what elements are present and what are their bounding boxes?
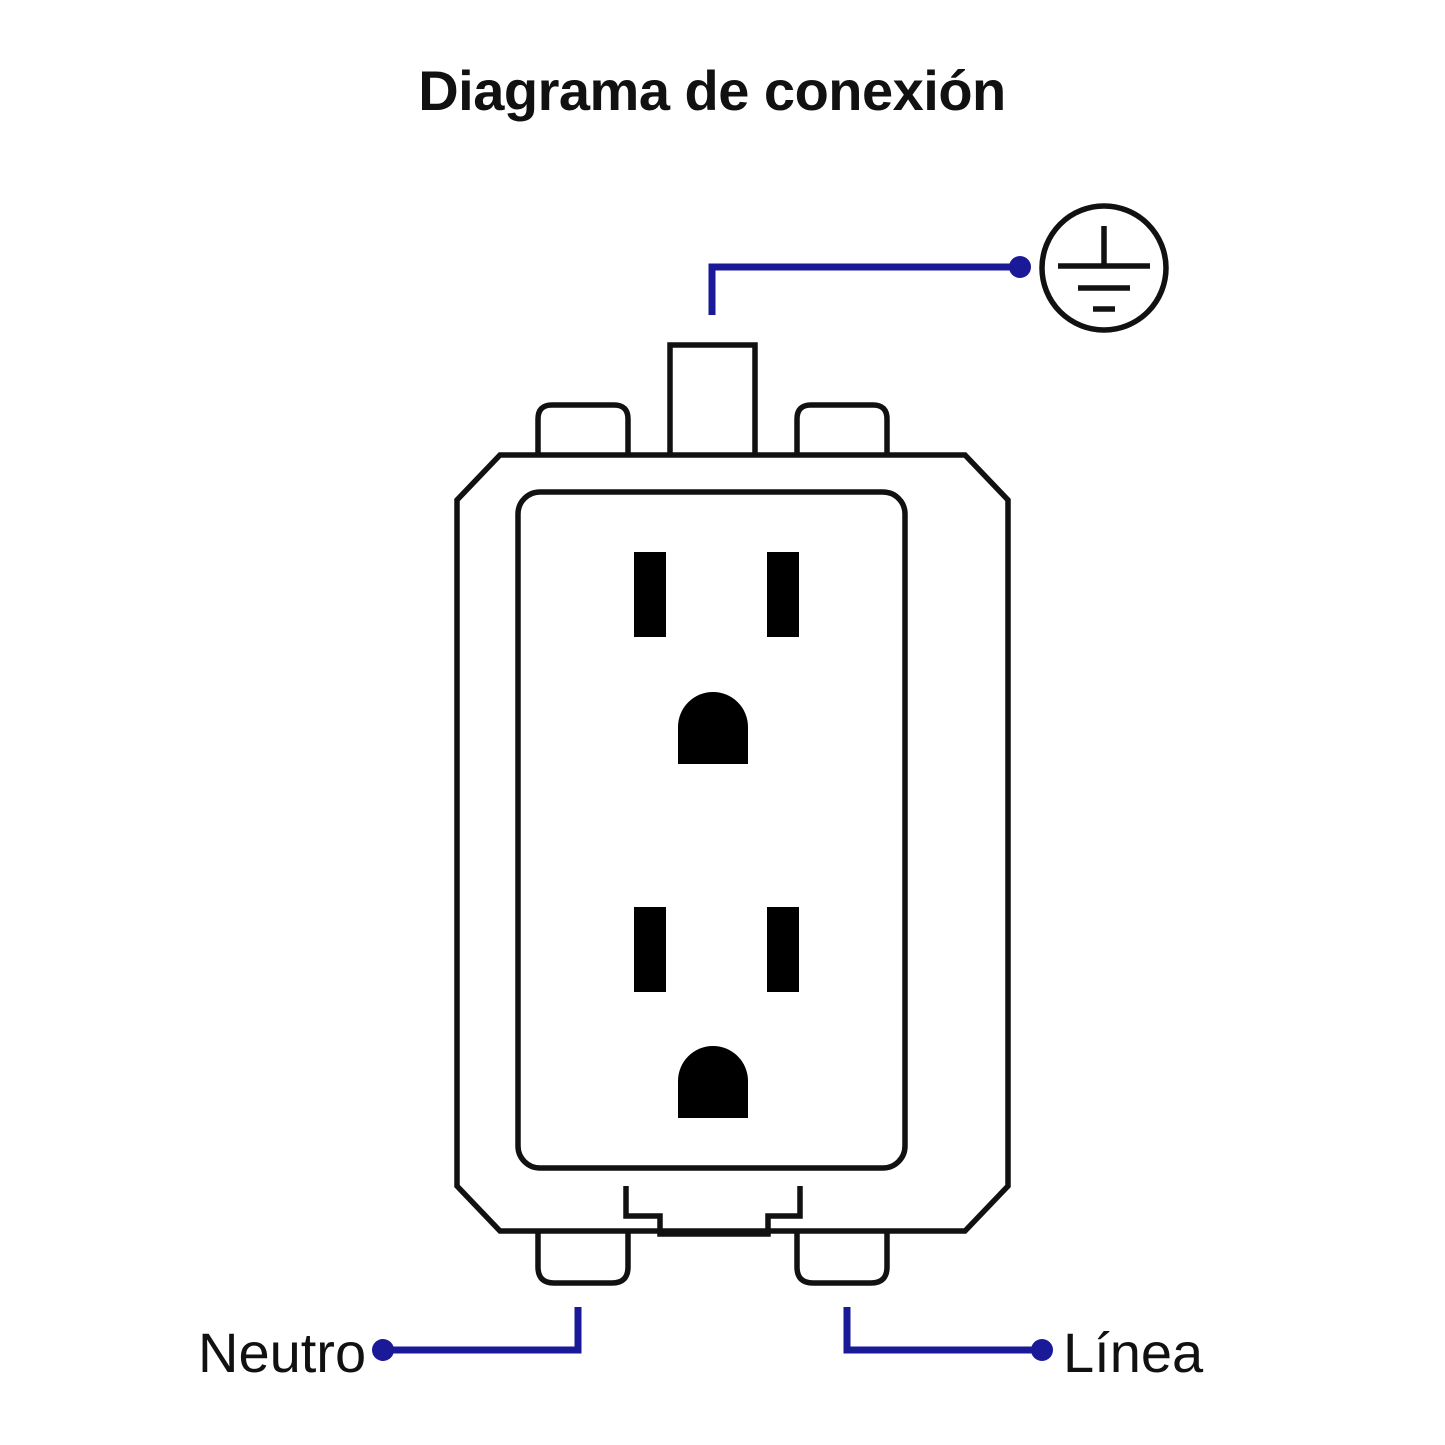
line-wire-terminal-dot [1031,1339,1053,1361]
upper-neutral-slot [634,552,666,637]
top-left-mounting-tab [535,402,631,453]
page-title: Diagrama de conexión [418,59,1006,122]
ground-mounting-tab [667,342,758,455]
bottom-center-strap-notch [623,1186,803,1237]
upper-ground-hole [678,692,748,764]
top-right-mounting-tab [794,402,890,453]
lower-socket [634,907,799,1118]
lower-line-slot [767,907,799,992]
line-wire [843,1307,1040,1354]
bottom-right-mounting-tab [794,1231,890,1286]
lower-ground-hole [678,1046,748,1118]
upper-socket [634,552,799,764]
line-terminal-label: Línea [1063,1321,1204,1384]
ground-wire-terminal-dot [1009,256,1031,278]
ground-terminal-group [1039,203,1169,333]
earth-ground-symbol [1039,203,1169,333]
neutral-terminal-label: Neutro [198,1321,366,1384]
ground-wire [708,263,1022,315]
upper-line-slot [767,552,799,637]
receptacle-faceplate [515,489,908,1171]
neutral-wire-terminal-dot [372,1339,394,1361]
lower-neutral-slot [634,907,666,992]
bottom-left-mounting-tab [535,1231,631,1286]
receptacle-body-outline [454,452,1011,1234]
neutral-wire [385,1307,582,1354]
